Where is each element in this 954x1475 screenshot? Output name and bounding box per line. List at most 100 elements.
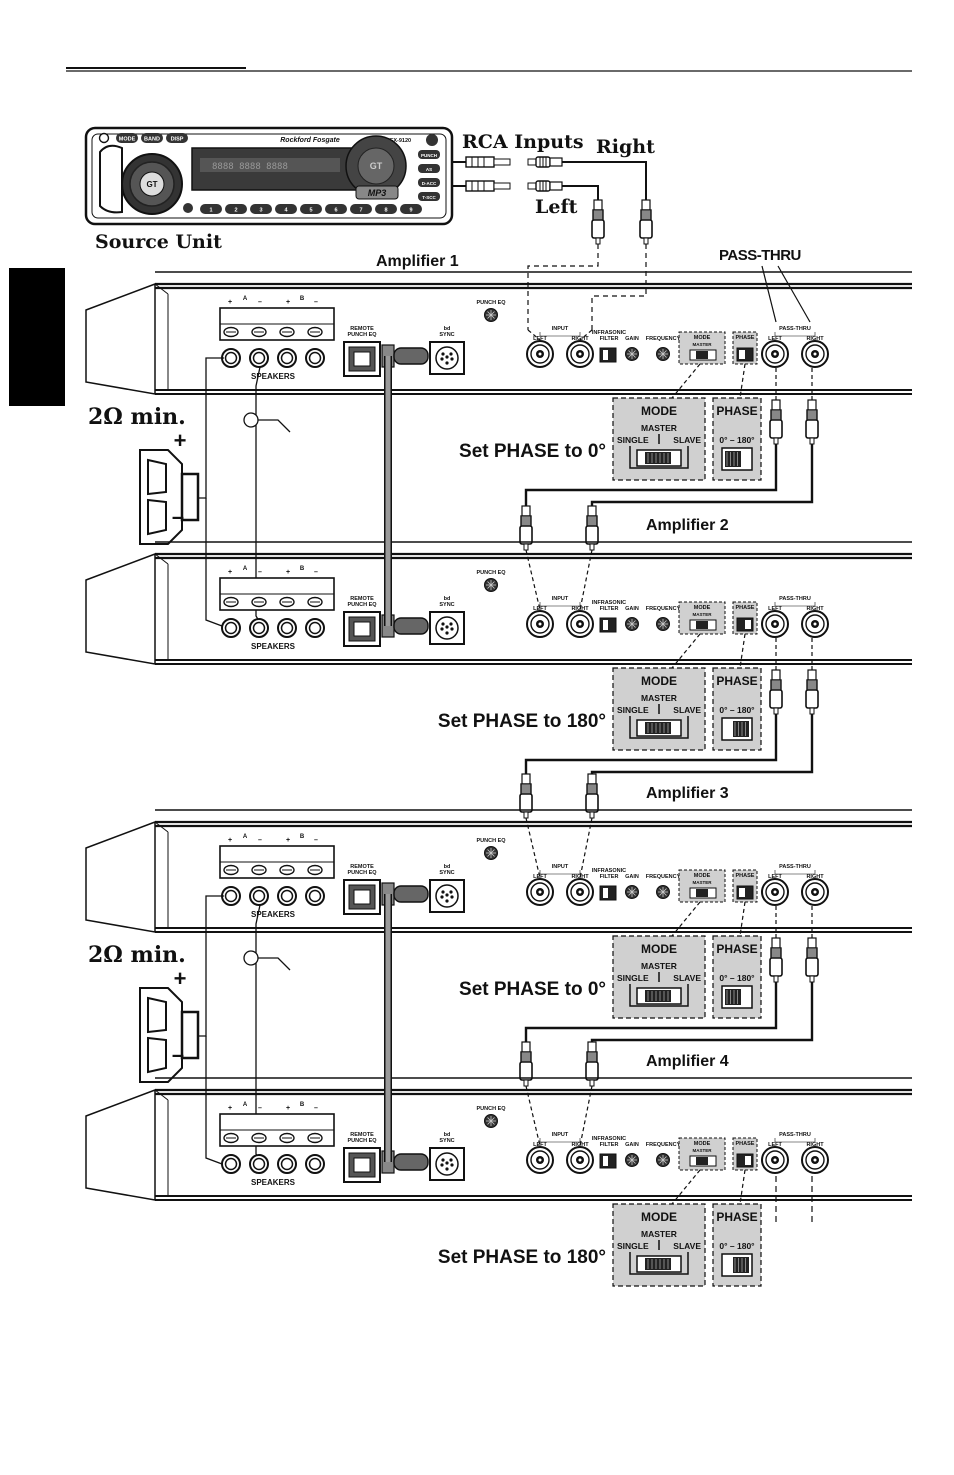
sync-label: SYNC [439,870,454,876]
remote-punch-eq-label: PUNCH EQ [347,1138,377,1144]
frequency-label: FREQUENCY [646,874,681,880]
punch-eq-knob [484,308,498,322]
mode-panel-label: MODE [694,335,711,341]
mode-button-label: MODE [119,137,136,143]
sync-label: SYNC [439,602,454,608]
amplifier-3-label: Amplifier 3 [646,785,729,802]
terminal-plus-b: + [286,837,290,844]
preset-3-label: 3 [259,208,262,214]
release-icon [183,203,193,213]
input-left-jack [526,878,554,906]
pass-thru-left-label: LEFT [768,606,782,612]
punch-button-label: PUNCH [421,153,437,158]
input-right-plug [585,773,599,819]
input-label: INPUT [552,326,569,332]
rca-plug-right-source [465,156,511,168]
channel-b-label: B [300,566,305,572]
bd-label: bd [444,864,451,870]
terminal-plus-a: + [228,569,232,576]
input-right-jack [566,610,594,638]
rca-plug-left-source [465,180,511,192]
channel-a-label: A [243,566,248,572]
remote-punch-eq-label: PUNCH EQ [347,602,377,608]
mode-detail-single: SINGLE [617,973,649,983]
punch-eq-knob [484,578,498,592]
infrasonic-label: INFRASONIC [592,868,626,874]
phase-panel-label: PHASE [736,605,755,611]
remote-label: REMOTE [350,1132,374,1138]
subwoofer-1 [138,448,200,546]
input-left-label: LEFT [533,1142,547,1148]
channel-a-label: A [243,834,248,840]
channel-b-label: B [300,1102,305,1108]
input-right-jack [566,340,594,368]
mode-detail-single: SINGLE [617,705,649,715]
terminal-minus-b: – [314,569,318,576]
input-label: INPUT [552,1132,569,1138]
eject-icon [426,134,438,146]
rca-plug-right-down [639,199,653,245]
input-left-plug [519,1041,533,1087]
amplifier-2-label: Amplifier 2 [646,517,729,534]
speaker-binding-post [305,348,325,368]
infrasonic-label: INFRASONIC [592,1136,626,1142]
preset-2-label: 2 [234,208,237,214]
mode-detail-title: MODE [641,1210,677,1224]
preset-7-label: 7 [359,208,362,214]
pass-thru-right-plug [805,937,819,983]
infrasonic-label: INFRASONIC [592,330,626,336]
pass-thru-left-plug [769,937,783,983]
channel-a-label: A [243,296,248,302]
source-unit: GT MODE BAND DISP Rockford Fosgate RFX-9… [84,126,454,226]
phase-panel-label: PHASE [736,1141,755,1147]
input-left-label: LEFT [533,874,547,880]
mode-detail-title: MODE [641,674,677,688]
mode-detail-master: MASTER [641,423,677,433]
power-icon [98,132,110,144]
side-buttons: PUNCH AS D-ACC T-SCC [418,150,440,201]
mode-detail-master: MASTER [641,693,677,703]
impedance-label-3: 2Ω min. [88,942,186,968]
mode-detail-slave: SLAVE [673,705,701,715]
input-right-label: RIGHT [571,874,589,880]
input-left-plug [519,505,533,551]
frequency-label: FREQUENCY [646,606,681,612]
dacc-button-label: D-ACC [422,181,437,186]
speaker-binding-post [277,618,297,638]
terminal-minus-a: – [258,299,262,306]
pass-thru-right-plug [805,669,819,715]
input-right-label: RIGHT [571,1142,589,1148]
svg-text:8888 8888 8888: 8888 8888 8888 [212,162,288,172]
input-left-jack [526,610,554,638]
input-left-label: LEFT [533,336,547,342]
mode-detail-2: MODE MASTER SINGLE SLAVE [612,667,706,751]
rca-left-label: Left [535,196,578,218]
gain-knob [625,347,639,361]
speaker-binding-post [249,1154,269,1174]
rca-plug-left-cable [527,180,563,192]
speaker-plus-sign: + [174,428,187,453]
pass-thru-right-label: RIGHT [806,1142,824,1148]
pass-thru-left-label: LEFT [768,1142,782,1148]
pass-thru-left-plug [769,399,783,445]
brand-logo: Rockford Fosgate [280,137,340,144]
pass-thru-left-jack [761,340,789,368]
filter-label: FILTER [600,1142,619,1148]
speaker-binding-post [221,348,241,368]
mode-detail-single: SINGLE [617,1241,649,1251]
preset-1-label: 1 [209,208,212,214]
filter-label: FILTER [600,336,619,342]
sync-label: SYNC [439,1138,454,1144]
input-label: INPUT [552,864,569,870]
input-right-jack [566,1146,594,1174]
remote-label: REMOTE [350,326,374,332]
mode-detail-title: MODE [641,404,677,418]
pass-thru-right-jack [801,1146,829,1174]
speaker-binding-post [305,1154,325,1174]
pass-thru-left-jack [761,1146,789,1174]
punch-eq-label: PUNCH EQ [476,570,506,576]
